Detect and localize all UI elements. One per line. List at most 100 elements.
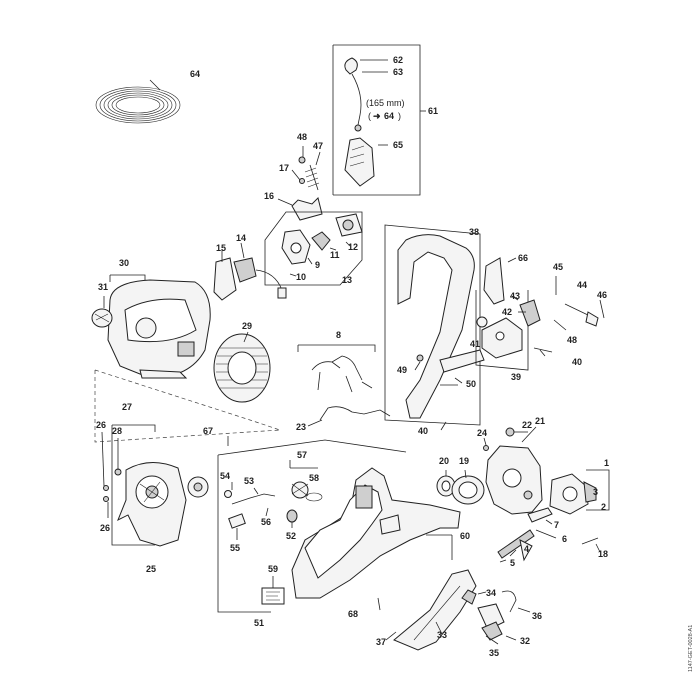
callout-34: 34 xyxy=(486,588,496,598)
callout-28: 28 xyxy=(112,426,122,436)
callout-56: 56 xyxy=(261,517,271,527)
callout-62: 62 xyxy=(393,55,403,65)
handle-molding-part xyxy=(393,569,477,651)
callout-47: 47 xyxy=(313,141,323,151)
callout-64: 64 xyxy=(190,69,200,79)
callout-25: 25 xyxy=(146,564,156,574)
callout-53: 53 xyxy=(244,476,254,486)
callout-58: 58 xyxy=(309,473,319,483)
drawing-code: 1147-GET-0028-A1 xyxy=(688,625,694,672)
cylinder-part xyxy=(451,475,485,505)
callout-36: 36 xyxy=(532,611,542,621)
lever-part xyxy=(497,507,553,562)
engine-block-part xyxy=(483,427,543,515)
spring-bolt-part xyxy=(298,156,320,191)
callout-21: 21 xyxy=(535,416,545,426)
callout-39: 39 xyxy=(511,372,521,382)
worm-part xyxy=(286,509,298,523)
cap-part xyxy=(91,308,113,328)
callout-40a: 40 xyxy=(418,426,428,436)
bracket-51 xyxy=(217,439,407,613)
ignition-coil-part xyxy=(213,257,287,301)
note-ref-close: ) xyxy=(398,111,401,121)
oil-pump-part xyxy=(291,481,323,502)
chain-brake-part xyxy=(476,257,541,359)
callout-31: 31 xyxy=(98,282,108,292)
callout-14: 14 xyxy=(236,233,246,243)
callout-59: 59 xyxy=(268,564,278,574)
bracket-part xyxy=(291,197,323,221)
callout-33: 33 xyxy=(437,630,447,640)
bracket-13 xyxy=(264,211,363,286)
bracket-8 xyxy=(297,344,376,352)
callout-44: 44 xyxy=(577,280,587,290)
hose-part xyxy=(319,406,391,421)
callout-37: 37 xyxy=(376,637,386,647)
callout-26b: 26 xyxy=(100,523,110,533)
callout-6: 6 xyxy=(562,534,567,544)
ring-part xyxy=(436,475,456,497)
note-ref-part: 64 xyxy=(384,111,394,121)
callout-57: 57 xyxy=(297,450,307,460)
bracket-39 xyxy=(475,290,529,371)
callout-8: 8 xyxy=(336,330,341,340)
label-plate-part xyxy=(261,587,285,605)
coiled-hose-part xyxy=(95,86,181,124)
fuel-pickup-part xyxy=(344,57,375,187)
callout-42: 42 xyxy=(502,307,512,317)
callout-67: 67 xyxy=(203,426,213,436)
screw-part xyxy=(533,276,605,353)
callout-32: 32 xyxy=(520,636,530,646)
callout-48b: 48 xyxy=(567,335,577,345)
callout-18: 18 xyxy=(598,549,608,559)
starter-cover-part xyxy=(117,462,187,547)
assembly-link xyxy=(94,369,281,443)
callout-13: 13 xyxy=(342,275,352,285)
callout-60: 60 xyxy=(460,531,470,541)
callout-22: 22 xyxy=(522,420,532,430)
trigger-part xyxy=(461,589,517,641)
callout-10: 10 xyxy=(296,272,306,282)
callout-2: 2 xyxy=(601,502,606,512)
callout-30: 30 xyxy=(119,258,129,268)
callout-27: 27 xyxy=(122,402,132,412)
callout-29: 29 xyxy=(242,321,252,331)
callout-23: 23 xyxy=(296,422,306,432)
callout-19: 19 xyxy=(459,456,469,466)
callout-61: 61 xyxy=(428,106,438,116)
carburetor-part xyxy=(549,473,597,515)
bracket-25 xyxy=(111,425,155,546)
callout-66: 66 xyxy=(518,253,528,263)
note-arrow: ➜ xyxy=(373,111,381,121)
hose-set-part xyxy=(311,355,373,393)
crankcase-part xyxy=(291,467,461,599)
hose-length-note: (165 mm) xyxy=(366,98,405,108)
callout-24: 24 xyxy=(477,428,487,438)
callout-54: 54 xyxy=(220,471,230,481)
callout-1: 1 xyxy=(604,458,609,468)
rewind-pulley-part xyxy=(187,476,209,498)
bracket-61 xyxy=(332,44,421,196)
callout-51: 51 xyxy=(254,618,264,628)
callout-50: 50 xyxy=(466,379,476,389)
callout-68: 68 xyxy=(348,609,358,619)
callout-12: 12 xyxy=(348,242,358,252)
callout-45: 45 xyxy=(553,262,563,272)
callout-41: 41 xyxy=(470,339,480,349)
callout-9: 9 xyxy=(315,260,320,270)
callout-63: 63 xyxy=(393,67,403,77)
callout-35: 35 xyxy=(489,648,499,658)
callout-38: 38 xyxy=(469,227,479,237)
callout-48a: 48 xyxy=(297,132,307,142)
callout-20: 20 xyxy=(439,456,449,466)
callout-4: 4 xyxy=(524,544,529,554)
callout-46: 46 xyxy=(597,290,607,300)
bracket-30 xyxy=(109,274,146,282)
callout-49: 49 xyxy=(397,365,407,375)
callout-40b: 40 xyxy=(572,357,582,367)
callout-15: 15 xyxy=(216,243,226,253)
callout-7: 7 xyxy=(554,520,559,530)
oil-hose-part xyxy=(224,490,276,529)
bracket-27 xyxy=(112,424,156,432)
